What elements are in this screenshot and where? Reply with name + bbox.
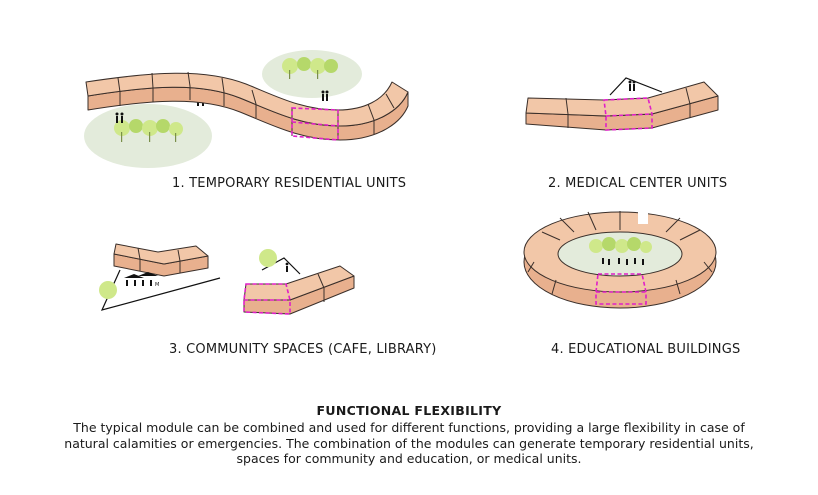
module-dividers [527, 211, 713, 295]
diagram-label: 4. EDUCATIONAL BUILDINGS [551, 342, 741, 357]
highlighted-module [595, 273, 647, 305]
highlighted-module [291, 107, 339, 141]
caption-title: FUNCTIONAL FLEXIBILITY [316, 403, 502, 418]
ring-courtyard [557, 231, 683, 277]
tree-cluster [589, 237, 652, 253]
highlighted-module [243, 283, 291, 315]
canopy-outline [100, 269, 221, 311]
svg-text:M: M [155, 282, 159, 288]
highlighted-module [603, 97, 653, 131]
tree-cluster [282, 57, 338, 79]
caption-line: spaces for community and education, or m… [236, 451, 582, 466]
diagram-label: 1. TEMPORARY RESIDENTIAL UNITS [172, 176, 407, 191]
caption-block: FUNCTIONAL FLEXIBILITY The typical modul… [40, 403, 778, 467]
diagram-label: 3. COMMUNITY SPACES (CAFE, LIBRARY) [169, 342, 437, 357]
diagram-medical-center [525, 77, 719, 131]
caption-line: natural calamities or emergencies. The c… [64, 435, 754, 451]
diagram-community-spaces: M [99, 243, 355, 315]
cafe-tables: M [99, 272, 159, 299]
module-chain-top [85, 72, 409, 127]
module-dividers [565, 87, 691, 128]
tree [259, 249, 277, 267]
tree-cluster [114, 119, 183, 142]
module-chain-top [113, 243, 209, 265]
people-figures [602, 258, 644, 265]
ring-gap [638, 208, 648, 224]
roof-outline [609, 77, 663, 96]
module-dividers [317, 273, 325, 302]
lawn-area [262, 50, 362, 98]
people-figures [628, 80, 636, 91]
diagram-label: 2. MEDICAL CENTER UNITS [548, 176, 728, 191]
caption-line: The typical module can be combined and u… [73, 420, 745, 435]
diagram-residential-units [84, 50, 409, 168]
people-figures [285, 262, 289, 272]
lawn-area [84, 104, 212, 168]
module-dividers [137, 247, 181, 273]
diagram-educational-buildings [523, 208, 717, 309]
